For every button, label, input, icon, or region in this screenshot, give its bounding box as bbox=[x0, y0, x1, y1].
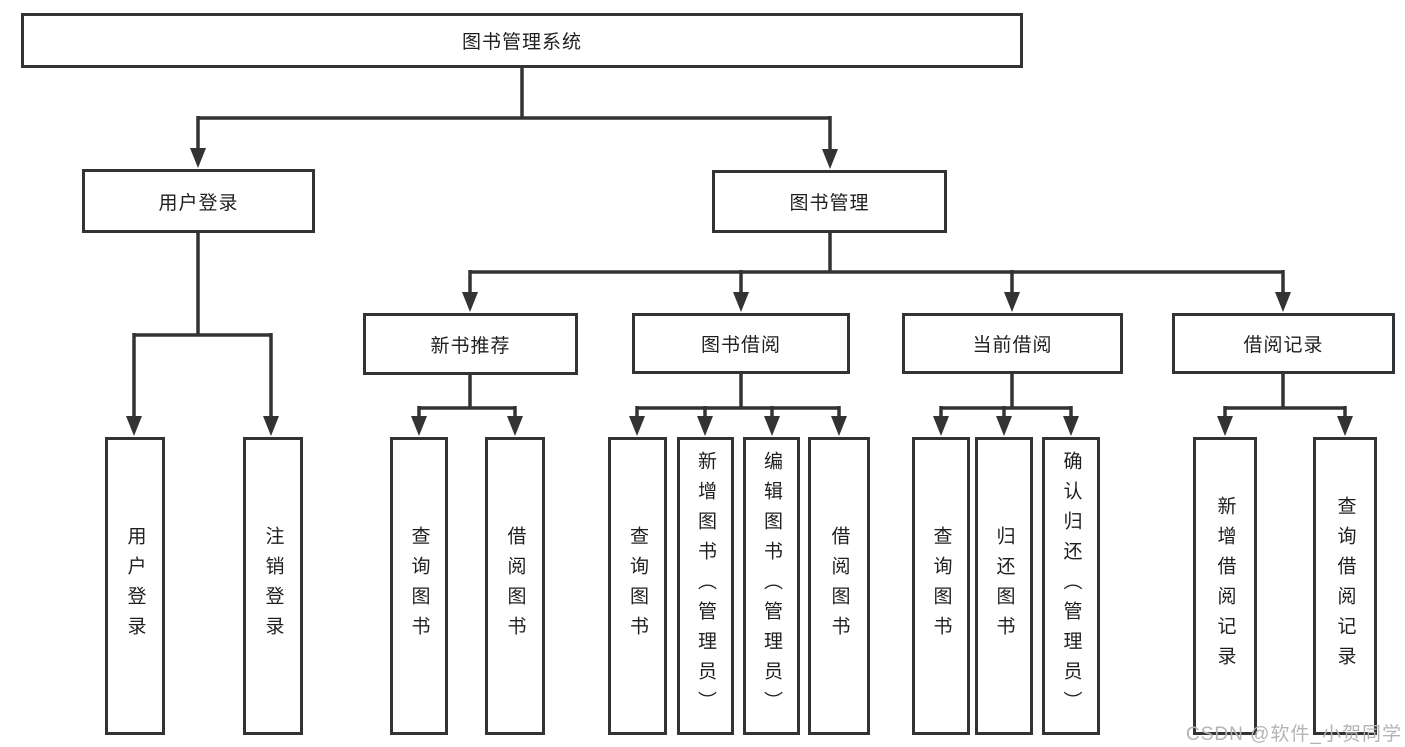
connector-new-books-to-leaves bbox=[411, 375, 523, 436]
leaf-query-books-2: 查询图书 bbox=[608, 437, 667, 735]
leaf-user-login: 用户登录 bbox=[105, 437, 165, 735]
node-book-mgmt: 图书管理 bbox=[712, 170, 947, 233]
leaf-borrow-books-2-label: 借阅图书 bbox=[828, 526, 850, 646]
node-user-login: 用户登录 bbox=[82, 169, 315, 233]
leaf-borrow-books-2: 借阅图书 bbox=[808, 437, 870, 735]
leaf-query-books-3-label: 查询图书 bbox=[930, 526, 952, 646]
leaf-edit-books-admin-label: 编辑图书（管理员） bbox=[761, 451, 782, 721]
connector-root-to-level2 bbox=[190, 68, 838, 169]
leaf-user-login-label: 用户登录 bbox=[124, 526, 146, 646]
leaf-add-books-admin: 新增图书（管理员） bbox=[677, 437, 734, 735]
leaf-query-books-1-label: 查询图书 bbox=[408, 526, 430, 646]
node-borrow-records-label: 借阅记录 bbox=[1243, 335, 1324, 356]
leaf-logout: 注销登录 bbox=[243, 437, 303, 735]
leaf-return-books-label: 归还图书 bbox=[993, 526, 1015, 646]
leaf-add-books-admin-label: 新增图书（管理员） bbox=[695, 451, 716, 721]
leaf-borrow-books-1-label: 借阅图书 bbox=[504, 526, 526, 646]
node-current-borrow-label: 当前借阅 bbox=[972, 335, 1053, 356]
leaf-return-books: 归还图书 bbox=[975, 437, 1033, 735]
node-book-mgmt-label: 图书管理 bbox=[789, 193, 870, 214]
node-borrow-records: 借阅记录 bbox=[1172, 313, 1395, 374]
leaf-query-borrow-record-label: 查询借阅记录 bbox=[1334, 496, 1356, 676]
node-current-borrow: 当前借阅 bbox=[902, 313, 1123, 374]
leaf-edit-books-admin: 编辑图书（管理员） bbox=[743, 437, 800, 735]
leaf-query-books-1: 查询图书 bbox=[390, 437, 448, 735]
csdn-watermark: CSDN @软件_小贺同学 bbox=[1186, 724, 1402, 745]
node-root-label: 图书管理系统 bbox=[461, 32, 582, 53]
node-new-books: 新书推荐 bbox=[363, 313, 578, 375]
leaf-confirm-return-admin-label: 确认归还（管理员） bbox=[1060, 451, 1082, 721]
leaf-logout-label: 注销登录 bbox=[262, 526, 284, 646]
leaf-query-books-3: 查询图书 bbox=[912, 437, 970, 735]
node-new-books-label: 新书推荐 bbox=[430, 335, 511, 357]
connector-borrow-records-to-leaves bbox=[1217, 374, 1353, 436]
node-root-system: 图书管理系统 bbox=[21, 13, 1023, 68]
leaf-query-books-2-label: 查询图书 bbox=[627, 526, 648, 646]
node-user-login-label: 用户登录 bbox=[158, 192, 239, 214]
connector-user-login-to-leaves bbox=[126, 233, 279, 436]
leaf-confirm-return-admin: 确认归还（管理员） bbox=[1042, 437, 1100, 735]
connector-book-borrow-to-leaves bbox=[629, 374, 847, 436]
connector-book-mgmt-to-level3 bbox=[462, 233, 1291, 312]
connector-current-borrow-to-leaves bbox=[933, 374, 1079, 436]
leaf-add-borrow-record-label: 新增借阅记录 bbox=[1214, 496, 1236, 676]
node-book-borrow-label: 图书借阅 bbox=[700, 335, 781, 356]
node-book-borrow: 图书借阅 bbox=[632, 313, 850, 374]
leaf-add-borrow-record: 新增借阅记录 bbox=[1193, 437, 1257, 735]
leaf-borrow-books-1: 借阅图书 bbox=[485, 437, 545, 735]
leaf-query-borrow-record: 查询借阅记录 bbox=[1313, 437, 1377, 735]
